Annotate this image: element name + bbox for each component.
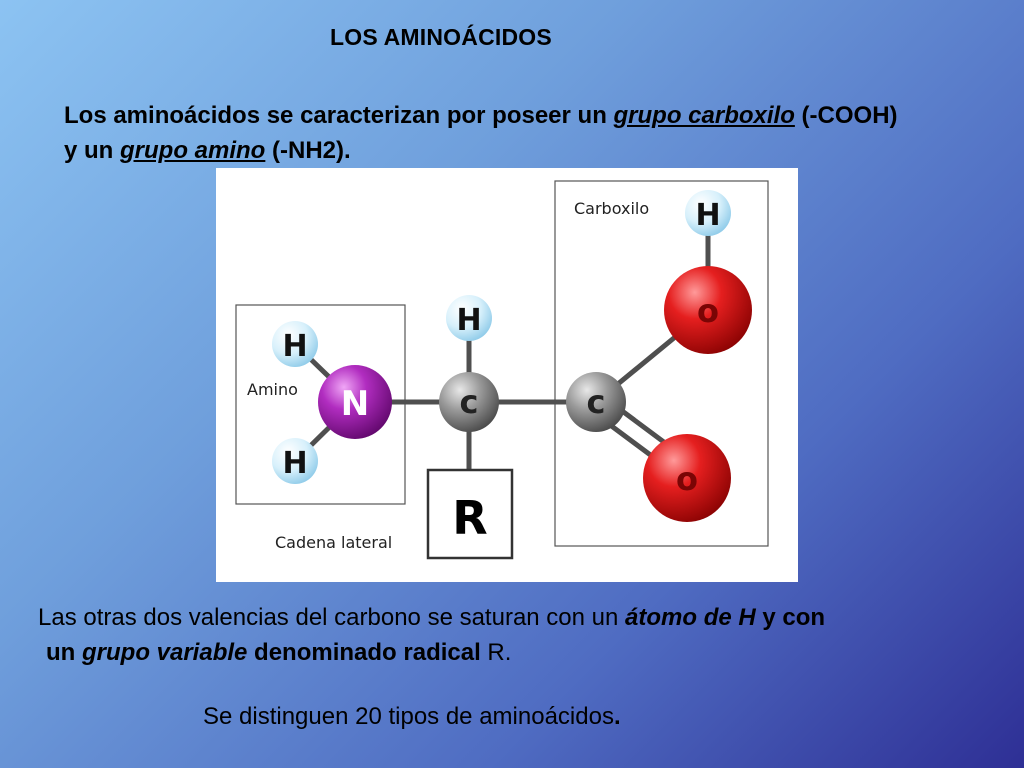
svg-text:H: H [282, 329, 307, 364]
final-period: . [613, 703, 621, 730]
intro-paragraph: Los aminoácidos se caracterizan por pose… [64, 98, 1014, 168]
svg-text:o: o [697, 292, 719, 330]
valence-text-5: R. [480, 639, 512, 666]
oxygen-atom-hydroxyl: o [664, 266, 752, 354]
amino-label: Amino [247, 380, 298, 399]
carbon-atom-carboxyl: c [566, 372, 626, 432]
final-text: Se distinguen 20 tipos de aminoácidos [203, 703, 614, 730]
svg-text:H: H [695, 198, 720, 233]
intro-text-2: (-COOH) [794, 102, 898, 129]
svg-text:H: H [456, 303, 481, 338]
hydrogen-atom-bottom-amino: H [272, 438, 318, 484]
carboxyl-group-box [554, 180, 769, 547]
hydrogen-atom-alpha: H [446, 295, 492, 341]
svg-text:o: o [676, 460, 698, 498]
intro-text-1: Los aminoácidos se caracterizan por pose… [64, 102, 614, 129]
carboxyl-group-term: grupo carboxilo [613, 102, 795, 129]
nitrogen-atom: N [318, 365, 392, 439]
valence-text-4: denominado radical [247, 639, 481, 666]
intro-text-4: (-NH2). [265, 137, 351, 164]
svg-text:c: c [460, 383, 479, 421]
svg-text:N: N [341, 384, 369, 424]
radical-r-box: R [426, 468, 514, 560]
hydrogen-atom-carboxyl: H [685, 190, 731, 236]
carboxyl-label: Carboxilo [574, 199, 649, 218]
variable-group-term: grupo variable [82, 639, 248, 666]
hydrogen-atom-term: átomo de H [625, 604, 756, 631]
intro-text-3: y un [64, 137, 121, 164]
amino-acid-diagram: H H H H N c c o [216, 168, 798, 582]
svg-text:c: c [587, 383, 606, 421]
valence-paragraph: Las otras dos valencias del carbono se s… [38, 600, 1008, 670]
amino-acid-count-note: Se distinguen 20 tipos de aminoácidos. [203, 703, 621, 731]
amino-group-term: grupo amino [120, 137, 266, 164]
carbon-atom-alpha: c [439, 372, 499, 432]
valence-text-3: un [46, 639, 82, 666]
side-chain-label: Cadena lateral [275, 533, 392, 552]
valence-text-1: Las otras dos valencias del carbono se s… [38, 604, 626, 631]
svg-text:R: R [452, 491, 487, 545]
hydrogen-atom-top-amino: H [272, 321, 318, 367]
svg-text:H: H [282, 446, 307, 481]
valence-text-2: y con [755, 604, 826, 631]
oxygen-atom-double-bond: o [643, 434, 731, 522]
slide-title: LOS AMINOÁCIDOS [330, 24, 552, 50]
